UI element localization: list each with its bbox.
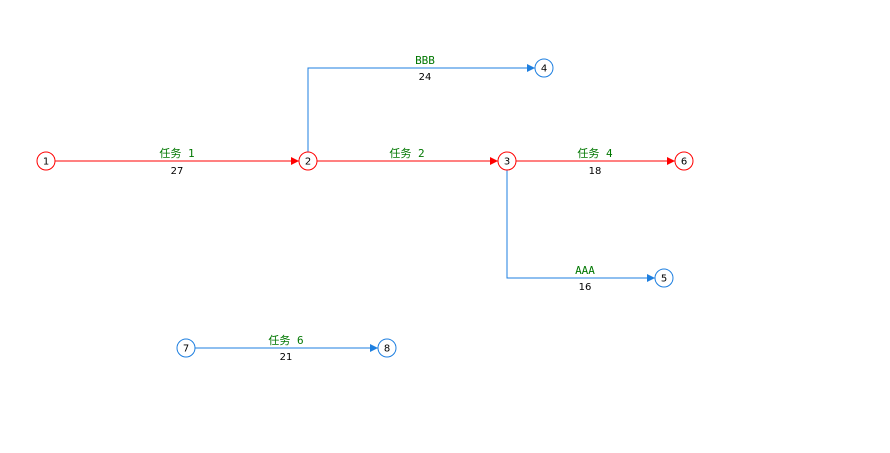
event-node-5[interactable]: 5	[654, 268, 674, 288]
event-node-label: 6	[681, 157, 687, 168]
event-node-circle	[654, 268, 674, 288]
event-node-circle	[377, 338, 397, 358]
event-node-4[interactable]: 4	[534, 58, 554, 78]
event-node-label: 2	[305, 157, 311, 168]
task-arrows	[55, 64, 675, 352]
task-duration-taaa: 16	[579, 282, 592, 293]
event-node-label: 1	[43, 157, 49, 168]
task-duration-t6: 21	[280, 352, 293, 363]
task-name-tbbb: BBB	[415, 54, 435, 67]
event-node-label: 4	[541, 64, 547, 75]
task-name-t4: 任务 4	[577, 147, 613, 160]
event-node-circle	[176, 338, 196, 358]
task-name-taaa: AAA	[575, 264, 595, 277]
event-node-label: 3	[504, 157, 510, 168]
task-arrow-tbbb	[307, 64, 535, 152]
event-node-circle	[674, 151, 694, 171]
task-name-t1: 任务 1	[159, 147, 194, 160]
task-arrow-taaa	[506, 170, 655, 282]
event-node-3[interactable]: 3	[497, 151, 517, 171]
event-nodes: 1 2 3 4 5 6 7 8	[36, 58, 694, 358]
task-duration-tbbb: 24	[419, 72, 432, 83]
event-node-6[interactable]: 6	[674, 151, 694, 171]
event-node-circle	[298, 151, 318, 171]
task-name-t6: 任务 6	[268, 334, 303, 347]
event-node-label: 5	[661, 274, 667, 285]
event-node-1[interactable]: 1	[36, 151, 56, 171]
task-duration-t4: 18	[589, 166, 602, 177]
task-name-t2: 任务 2	[389, 147, 424, 160]
event-node-circle	[497, 151, 517, 171]
task-duration-t1: 27	[171, 166, 184, 177]
event-node-label: 7	[183, 344, 189, 355]
event-node-circle	[36, 151, 56, 171]
event-node-label: 8	[384, 344, 390, 355]
event-node-circle	[534, 58, 554, 78]
event-node-7[interactable]: 7	[176, 338, 196, 358]
event-node-2[interactable]: 2	[298, 151, 318, 171]
event-node-8[interactable]: 8	[377, 338, 397, 358]
